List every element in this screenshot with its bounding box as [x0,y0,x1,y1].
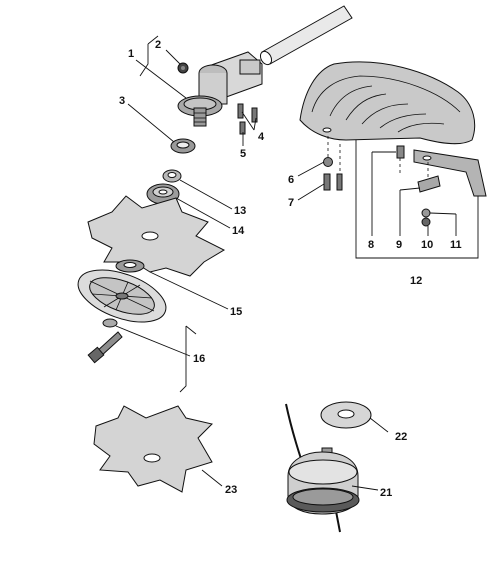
drive-shaft-tube [259,5,353,66]
bolt-16-drawing [87,318,123,364]
callout-12: 12 [410,275,422,287]
guard-small-parts-drawing [323,136,441,227]
blade-upper-drawing [87,195,226,277]
gearbox-drawing [177,51,263,127]
callout-14: 14 [232,225,245,237]
lower-cup-15-drawing [77,259,167,323]
callout-11: 11 [450,239,462,251]
clamp-screws-drawing [237,103,258,135]
callout-3: 3 [119,95,125,107]
group-brackets [139,35,479,393]
callout-1: 1 [128,48,134,60]
callout-labels: 1 2 3 4 5 6 7 8 9 10 11 12 13 14 15 16 2… [119,39,462,499]
guard-drawing [299,61,487,197]
callout-8: 8 [368,239,374,251]
callout-2: 2 [155,39,161,51]
callout-10: 10 [421,239,433,251]
callout-6: 6 [288,174,294,186]
callout-22: 22 [395,431,407,443]
callout-16: 16 [193,353,205,365]
blade-lower-drawing [93,405,213,493]
trimmer-head-21-drawing [285,403,360,533]
callout-4: 4 [258,131,265,143]
callout-23: 23 [225,484,237,496]
callout-13: 13 [234,205,246,217]
bushing-13-drawing [162,169,182,183]
callout-9: 9 [396,239,402,251]
seal-3-drawing [170,138,196,154]
head-cover-22-drawing [320,401,372,429]
callout-21: 21 [380,487,392,499]
leader-lines [115,49,457,491]
callout-15: 15 [230,306,242,318]
callout-7: 7 [288,197,294,209]
callout-5: 5 [240,148,246,160]
screw-2-drawing [177,62,189,74]
